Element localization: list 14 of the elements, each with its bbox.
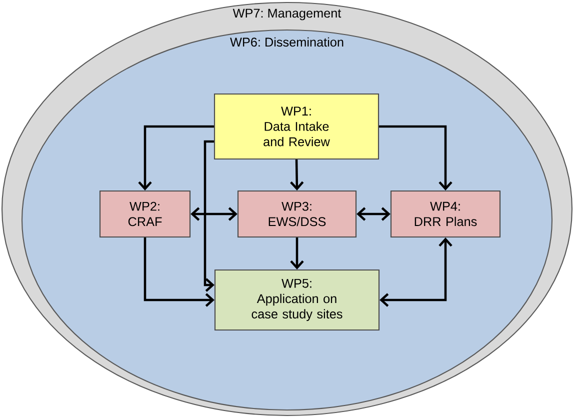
process-box: WP4: DRR Plans — [390, 190, 501, 238]
arrow — [379, 125, 452, 190]
process-box: WP1: Data Intake and Review — [214, 93, 380, 160]
arrow — [144, 238, 214, 307]
arrow — [204, 140, 214, 292]
process-box: WP2: CRAF — [99, 190, 191, 238]
arrow — [290, 238, 304, 270]
arrow — [356, 207, 390, 221]
arrow — [290, 160, 304, 190]
arrow — [138, 125, 214, 190]
arrow — [190, 207, 238, 221]
process-box: WP5: Application on case study sites — [214, 269, 380, 331]
arrow — [380, 238, 452, 307]
process-box: WP3: EWS/DSS — [237, 190, 357, 238]
